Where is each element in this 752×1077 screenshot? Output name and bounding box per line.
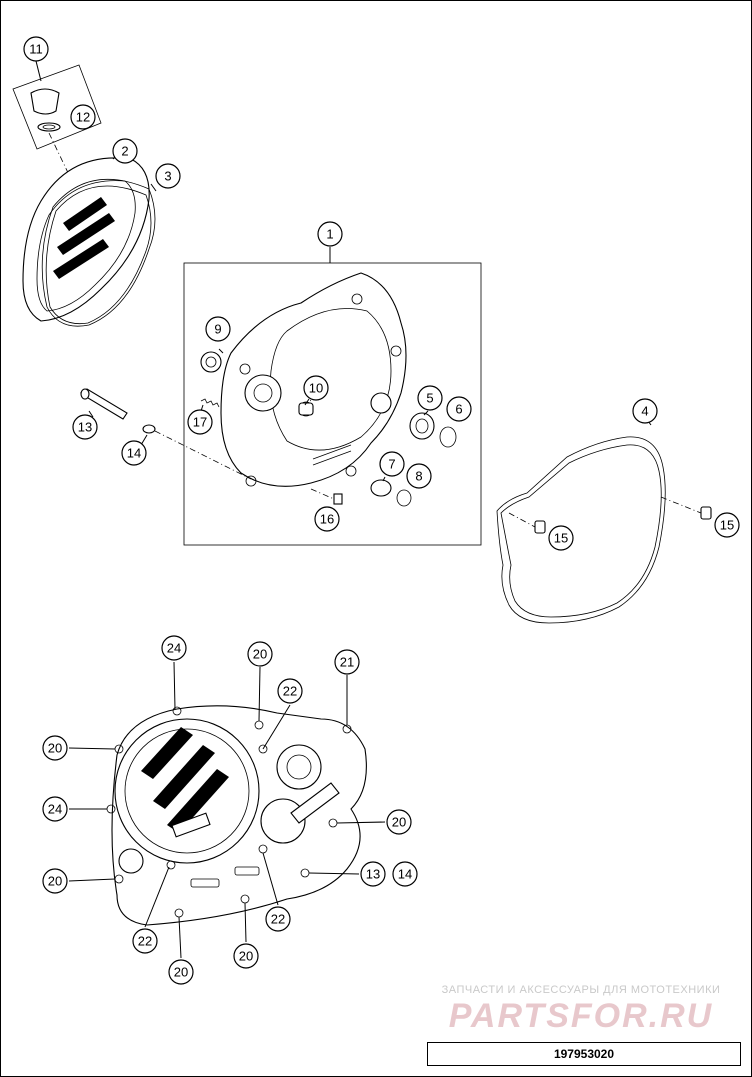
bearing-5-and-ring-6	[409, 410, 457, 448]
svg-text:3: 3	[164, 169, 171, 184]
dowels-15	[508, 496, 712, 534]
assembled-clutch-cover	[106, 705, 367, 926]
svg-text:22: 22	[283, 684, 297, 699]
seal-ring-9	[200, 348, 224, 373]
svg-text:24: 24	[48, 802, 62, 817]
svg-text:21: 21	[340, 655, 354, 670]
svg-text:6: 6	[455, 402, 462, 417]
callout-14-bottom: 14	[392, 861, 418, 887]
svg-text:22: 22	[138, 934, 152, 949]
callout-22-left: 22	[132, 928, 158, 954]
callout-2: 2	[112, 138, 138, 164]
callout-24-top: 24	[161, 635, 187, 661]
callout-11: 11	[23, 36, 49, 62]
svg-text:13: 13	[78, 420, 92, 435]
callout-20-left-upper: 20	[42, 735, 68, 761]
callout-16: 16	[314, 506, 340, 532]
callout-21: 21	[334, 649, 360, 675]
seal-7-and-ring-8	[370, 476, 412, 507]
svg-text:20: 20	[392, 815, 406, 830]
spring-17	[200, 398, 220, 412]
svg-text:8: 8	[415, 469, 422, 484]
callout-20-right: 20	[386, 809, 412, 835]
diagram-reference-number: 197953020	[427, 1042, 741, 1066]
callout-22-right: 22	[265, 906, 291, 932]
svg-text:15: 15	[720, 518, 734, 533]
svg-text:4: 4	[641, 404, 648, 419]
callout-17: 17	[187, 409, 213, 435]
callout-1: 1	[317, 221, 343, 247]
outer-cover-gasket	[41, 178, 157, 327]
bottom-leader-lines	[68, 661, 386, 959]
callout-15-left: 15	[548, 525, 574, 551]
svg-text:24: 24	[167, 641, 181, 656]
callout-5: 5	[417, 385, 443, 411]
watermark-logo: PARTSFOR.RU	[448, 997, 714, 1035]
svg-text:13: 13	[366, 867, 380, 882]
screw-16	[310, 488, 343, 505]
svg-text:20: 20	[48, 874, 62, 889]
callout-8: 8	[406, 463, 432, 489]
plug-10	[298, 398, 314, 416]
callout-15-right: 15	[714, 512, 740, 538]
callout-9: 9	[205, 316, 231, 342]
callout-24-left: 24	[42, 796, 68, 822]
outer-clutch-cover	[22, 152, 150, 322]
callout-20-top: 20	[247, 641, 273, 667]
svg-text:15: 15	[554, 531, 568, 546]
callout-13-bottom: 13	[360, 861, 386, 887]
svg-text:9: 9	[214, 322, 221, 337]
filler-cap-group	[12, 60, 102, 180]
svg-text:1: 1	[326, 227, 333, 242]
svg-text:22: 22	[271, 912, 285, 927]
svg-text:20: 20	[253, 647, 267, 662]
svg-text:16: 16	[320, 512, 334, 527]
svg-text:12: 12	[76, 110, 90, 125]
callout-14: 14	[121, 440, 147, 466]
callout-20-bottom-mid: 20	[233, 943, 259, 969]
inner-cover-box	[183, 247, 482, 546]
callout-20-left-lower: 20	[42, 868, 68, 894]
svg-text:5: 5	[426, 391, 433, 406]
svg-text:17: 17	[193, 415, 207, 430]
svg-text:20: 20	[174, 965, 188, 980]
callout-7: 7	[379, 451, 405, 477]
callout-22-top: 22	[277, 678, 303, 704]
callout-20-bottom-left: 20	[168, 959, 194, 985]
svg-text:20: 20	[239, 949, 253, 964]
callout-12: 12	[70, 104, 96, 130]
svg-text:2: 2	[121, 144, 128, 159]
svg-text:10: 10	[309, 381, 323, 396]
bolt-13-washer-14	[80, 388, 252, 480]
svg-text:14: 14	[398, 867, 412, 882]
svg-text:7: 7	[388, 457, 395, 472]
svg-text:20: 20	[48, 741, 62, 756]
watermark-tagline: ЗАПЧАСТИ И АКСЕССУАРЫ ДЛЯ МОТОТЕХНИКИ	[441, 984, 721, 996]
callout-6: 6	[446, 396, 472, 422]
svg-text:14: 14	[127, 446, 141, 461]
callout-3: 3	[155, 163, 181, 189]
svg-text:11: 11	[29, 42, 43, 57]
callout-4: 4	[632, 398, 658, 424]
callout-13: 13	[72, 414, 98, 440]
callout-10: 10	[303, 375, 329, 401]
